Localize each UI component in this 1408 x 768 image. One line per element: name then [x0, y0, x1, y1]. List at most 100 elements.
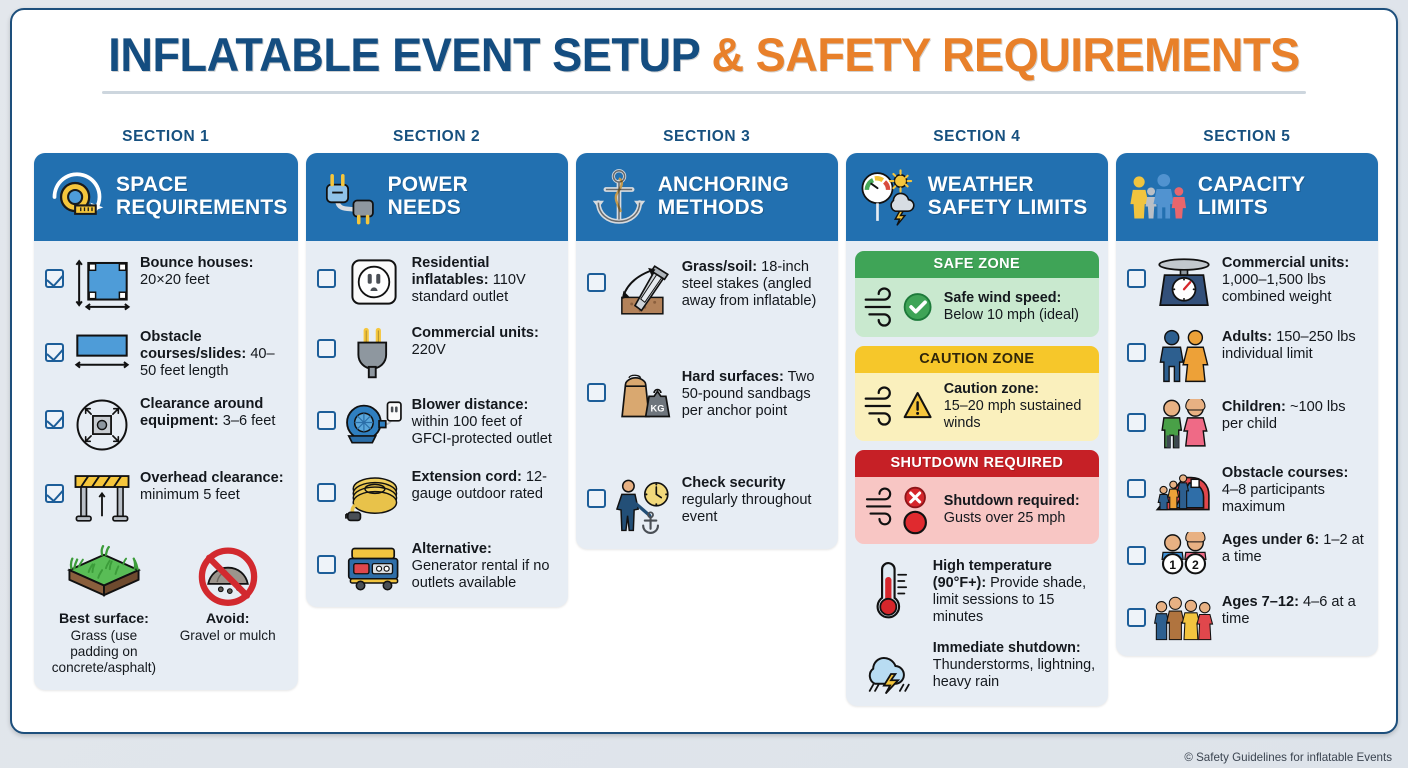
- title-block: INFLATABLE EVENT SETUP & SAFETY REQUIREM…: [12, 10, 1396, 95]
- checkbox-capacity-3[interactable]: [1126, 413, 1146, 432]
- section-card-4: WEATHER SAFETY LIMITS SAFE ZONE: [845, 153, 1108, 706]
- section-title-4-line1: WEATHER: [927, 173, 1034, 197]
- zone-shutdown: SHUTDOWN REQUIRED: [854, 449, 1099, 544]
- page-title-accent: & SAFETY REQUIREMENTS: [711, 28, 1300, 81]
- checkbox-capacity-1[interactable]: [1126, 269, 1146, 288]
- wind-stop-icon: [862, 485, 938, 535]
- checkbox-space-3[interactable]: [45, 410, 64, 430]
- list-item-text: High temperature (90°F+): Provide shade,…: [933, 556, 1099, 626]
- section-card-3: ANCHORING METHODS: [575, 153, 838, 549]
- clearance-circle-icon: [70, 394, 134, 454]
- list-item-text: Obstacle courses: 4–8 participants maxim…: [1222, 463, 1367, 516]
- list-item-text: Commercial units: 220V: [412, 323, 557, 359]
- best-surface-detail: Grass (use padding on concrete/asphalt): [51, 627, 157, 675]
- list-item-bold: Blower distance:: [411, 397, 529, 413]
- list-item-text: Overhead clearance: minimum 5 feet: [140, 468, 287, 504]
- section-title-2: POWER NEEDS: [388, 174, 468, 219]
- list-item-bold: Immediate shutdown:: [932, 639, 1081, 656]
- list-item-bold: Grass/soil:: [681, 259, 758, 275]
- list-item-bold: Check security: [681, 475, 786, 491]
- thermometer-icon: [855, 556, 927, 622]
- checkbox-power-2[interactable]: [316, 339, 336, 358]
- list-item-bold: Clearance around equipment:: [140, 396, 264, 430]
- list-item: Bounce houses: 20×20 feet: [45, 253, 287, 313]
- svg-text:2: 2: [1192, 558, 1199, 572]
- list-item-text: Bounce houses: 20×20 feet: [140, 253, 287, 289]
- list-item-bold: Hard surfaces:: [681, 369, 784, 385]
- list-item: Obstacle courses: 4–8 participants maxim…: [1126, 463, 1367, 516]
- section-body-3: Grass/soil: 18-inch steel stakes (angled…: [576, 241, 838, 549]
- checkbox-anchor-1[interactable]: [586, 273, 606, 292]
- checkbox-capacity-4[interactable]: [1126, 479, 1146, 498]
- zone-safe-bold: Safe wind speed:: [943, 290, 1062, 307]
- checkbox-anchor-3[interactable]: [586, 489, 606, 508]
- weight-scale-icon: [1152, 253, 1216, 313]
- section-column-3: SECTION 3: [575, 128, 838, 706]
- list-item: Adults: 150–250 lbs individual limit: [1126, 327, 1367, 383]
- list-item: Obstacle courses/slides: 40–50 feet leng…: [45, 327, 287, 380]
- avoid-surface-detail: Gravel or mulch: [179, 627, 276, 643]
- square-dimensions-icon: [70, 253, 134, 313]
- list-item: Extension cord: 12-gauge outdoor rated: [316, 467, 557, 525]
- zone-shutdown-text: Shutdown required:Gusts over 25 mph: [944, 493, 1090, 527]
- poster-panel: INFLATABLE EVENT SETUP & SAFETY REQUIREM…: [10, 8, 1398, 734]
- section-column-2: SECTION 2: [305, 128, 568, 706]
- title-divider: [102, 91, 1306, 95]
- checkbox-capacity-2[interactable]: [1126, 343, 1146, 362]
- wind-warning-icon: [862, 385, 938, 427]
- stake-ground-icon: [612, 257, 676, 321]
- best-surface-block: Best surface:Grass (use padding on concr…: [45, 540, 163, 676]
- checkbox-power-3[interactable]: [316, 411, 336, 430]
- list-item: Ages 7–12: 4–6 at a time: [1126, 592, 1367, 642]
- section-title-4: WEATHER SAFETY LIMITS: [928, 174, 1088, 219]
- list-item: Immediate shutdown: Thunderstorms, light…: [855, 638, 1099, 694]
- checkbox-power-4[interactable]: [316, 483, 336, 502]
- list-item-bold: Ages 7–12:: [1221, 594, 1299, 611]
- list-item-bold: Obstacle courses/slides:: [140, 329, 247, 363]
- list-item: KG Hard surfaces: Two 50-pound sandbags …: [586, 367, 827, 427]
- zone-shutdown-rest: Gusts over 25 mph: [943, 509, 1066, 526]
- section-label-1: SECTION 1: [122, 128, 210, 145]
- list-item-rest: 4–6 at a time: [1221, 594, 1356, 628]
- section-header-5: CAPACITY LIMITS: [1115, 153, 1378, 241]
- list-item-rest: 150–250 lbs individual limit: [1221, 329, 1356, 363]
- list-item-bold: Commercial units:: [411, 325, 539, 341]
- list-item: Check security regularly throughout even…: [586, 473, 827, 535]
- section-card-2: POWER NEEDS: [305, 153, 568, 607]
- list-item-bold: Alternative:: [411, 541, 492, 557]
- list-item-rest: 12-gauge outdoor rated: [411, 469, 548, 503]
- zone-caution: CAUTION ZONE: [854, 346, 1099, 441]
- section-header-3: ANCHORING METHODS: [575, 153, 838, 241]
- checkbox-capacity-6[interactable]: [1126, 608, 1146, 628]
- list-item-rest: Thunderstorms, lightning, heavy rain: [932, 656, 1096, 690]
- list-item-bold: Ages under 6:: [1221, 532, 1320, 549]
- list-item-rest: 220V: [411, 342, 446, 359]
- zone-safe: SAFE ZONE: [854, 251, 1099, 337]
- list-item-rest: 4–8 participants maximum: [1221, 482, 1325, 516]
- sections-container: SECTION 1: [34, 128, 1378, 706]
- list-item-rest: 18-inch steel stakes (angled away from i…: [681, 259, 817, 310]
- section-header-4: WEATHER SAFETY LIMITS: [845, 153, 1108, 241]
- wind-check-icon: [862, 286, 938, 328]
- list-item-text: Extension cord: 12-gauge outdoor rated: [412, 467, 557, 503]
- section-title-3-line1: ANCHORING: [657, 173, 789, 197]
- checkbox-space-2[interactable]: [45, 343, 64, 362]
- checkbox-power-1[interactable]: [316, 269, 336, 288]
- section-title-1: SPACE REQUIREMENTS: [116, 174, 288, 219]
- checkbox-capacity-5[interactable]: [1126, 546, 1146, 566]
- list-item: Grass/soil: 18-inch steel stakes (angled…: [586, 257, 827, 321]
- section-body-1: Bounce houses: 20×20 feet Obstacle cours…: [34, 241, 298, 690]
- list-item: Blower distance: within 100 feet of GFCI…: [316, 395, 557, 453]
- section-title-5: CAPACITY LIMITS: [1198, 174, 1305, 219]
- list-item-rest: Generator rental if no outlets available: [411, 558, 550, 592]
- copyright-footer: © Safety Guidelines for inflatable Event…: [1184, 751, 1392, 764]
- checkbox-anchor-2[interactable]: [586, 383, 606, 402]
- section-title-2-line2: NEEDS: [387, 196, 461, 219]
- two-adults-icon: [1152, 327, 1216, 383]
- checkbox-power-5[interactable]: [316, 555, 336, 574]
- list-item-text: Alternative: Generator rental if no outl…: [412, 539, 557, 592]
- checkbox-space-1[interactable]: [45, 269, 64, 288]
- wall-outlet-icon: [342, 253, 406, 309]
- section-label-3: SECTION 3: [663, 128, 751, 145]
- checkbox-space-4[interactable]: [45, 484, 64, 504]
